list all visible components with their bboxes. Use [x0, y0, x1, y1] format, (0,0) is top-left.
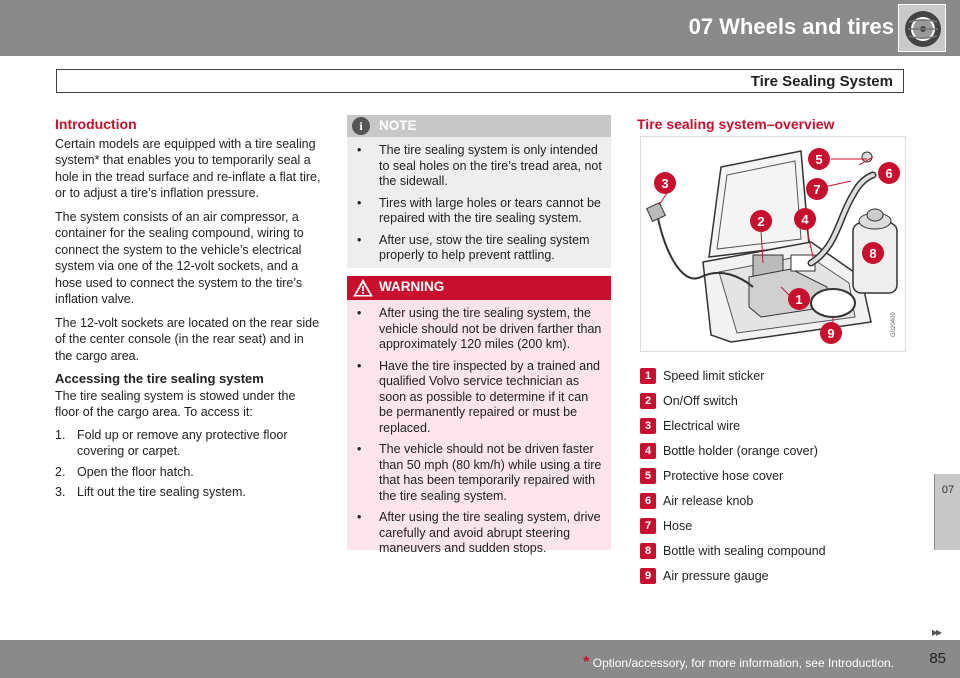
step-item: 2.Open the floor hatch. — [55, 464, 194, 479]
note-label: NOTE — [379, 118, 417, 133]
section-title-box: Tire Sealing System — [56, 69, 904, 93]
figure-code: G020400 — [891, 312, 897, 337]
footer-note: * Option/accessory, for more information… — [583, 654, 894, 672]
warning-item: •After using the tire sealing system, th… — [357, 306, 602, 351]
wheel-icon — [898, 4, 946, 52]
chapter-title: 07 Wheels and tires — [688, 14, 894, 39]
info-icon: i — [352, 117, 370, 135]
next-page-arrows-icon[interactable]: ▸▸ — [931, 625, 942, 639]
callout-7: 7 — [813, 182, 820, 197]
callout-6: 6 — [885, 166, 892, 181]
accessing-paragraph: The tire sealing system is stowed under … — [55, 388, 296, 420]
overview-heading: Tire sealing system–overview — [637, 116, 835, 132]
side-tab-label: 07 — [941, 484, 955, 496]
steps-list: 1.Fold up or remove any protective floor… — [55, 427, 323, 501]
footer-star: * — [583, 654, 590, 671]
callout-9: 9 — [827, 326, 834, 341]
callout-5: 5 — [815, 152, 822, 167]
accessing-heading: Accessing the tire sealing system — [55, 371, 264, 386]
warning-item: •After using the tire sealing system, dr… — [357, 510, 601, 555]
note-list: •The tire sealing system is only intende… — [347, 137, 611, 264]
introduction-column: Introduction Certain models are equipped… — [55, 116, 323, 505]
footer-note-text: Option/accessory, for more information, … — [592, 656, 894, 670]
warning-item: •The vehicle should not be driven faster… — [357, 442, 602, 503]
note-header: i NOTE — [347, 115, 611, 137]
note-item: •Tires with large holes or tears cannot … — [357, 195, 601, 226]
step-item: 1.Fold up or remove any protective floor… — [55, 427, 288, 459]
step-item: 3.Lift out the tire sealing system. — [55, 485, 246, 499]
note-item: •The tire sealing system is only intende… — [357, 143, 602, 188]
callout-4: 4 — [801, 212, 809, 227]
page-number: 85 — [929, 650, 946, 667]
callout-8: 8 — [869, 246, 876, 261]
note-item: •After use, stow the tire sealing system… — [357, 232, 590, 263]
footer-bar: * Option/accessory, for more information… — [0, 640, 960, 678]
intro-paragraph-3: The 12-volt sockets are located on the r… — [55, 315, 320, 363]
introduction-heading: Introduction — [55, 116, 137, 132]
note-box: i NOTE •The tire sealing system is only … — [347, 115, 611, 268]
warning-box: WARNING •After using the tire sealing sy… — [347, 276, 611, 555]
warning-triangle-icon — [353, 279, 373, 297]
intro-paragraph-1: Certain models are equipped with a tire … — [55, 136, 321, 201]
tire-sealing-kit-illustration: 1 2 3 4 5 6 7 8 9 G020400 — [640, 136, 906, 352]
warning-header: WARNING — [347, 276, 611, 300]
callout-3: 3 — [661, 176, 668, 191]
section-title: Tire Sealing System — [750, 73, 893, 90]
warning-item: •Have the tire inspected by a trained an… — [357, 358, 600, 435]
intro-paragraph-2: The system consists of an air compressor… — [55, 209, 304, 307]
warning-list: •After using the tire sealing system, th… — [347, 300, 611, 557]
warning-label: WARNING — [379, 279, 445, 294]
header-bar: 07 Wheels and tires — [0, 0, 960, 56]
chapter-side-tab[interactable]: 07 — [934, 474, 960, 550]
callout-1: 1 — [795, 292, 802, 307]
callout-2: 2 — [757, 214, 764, 229]
